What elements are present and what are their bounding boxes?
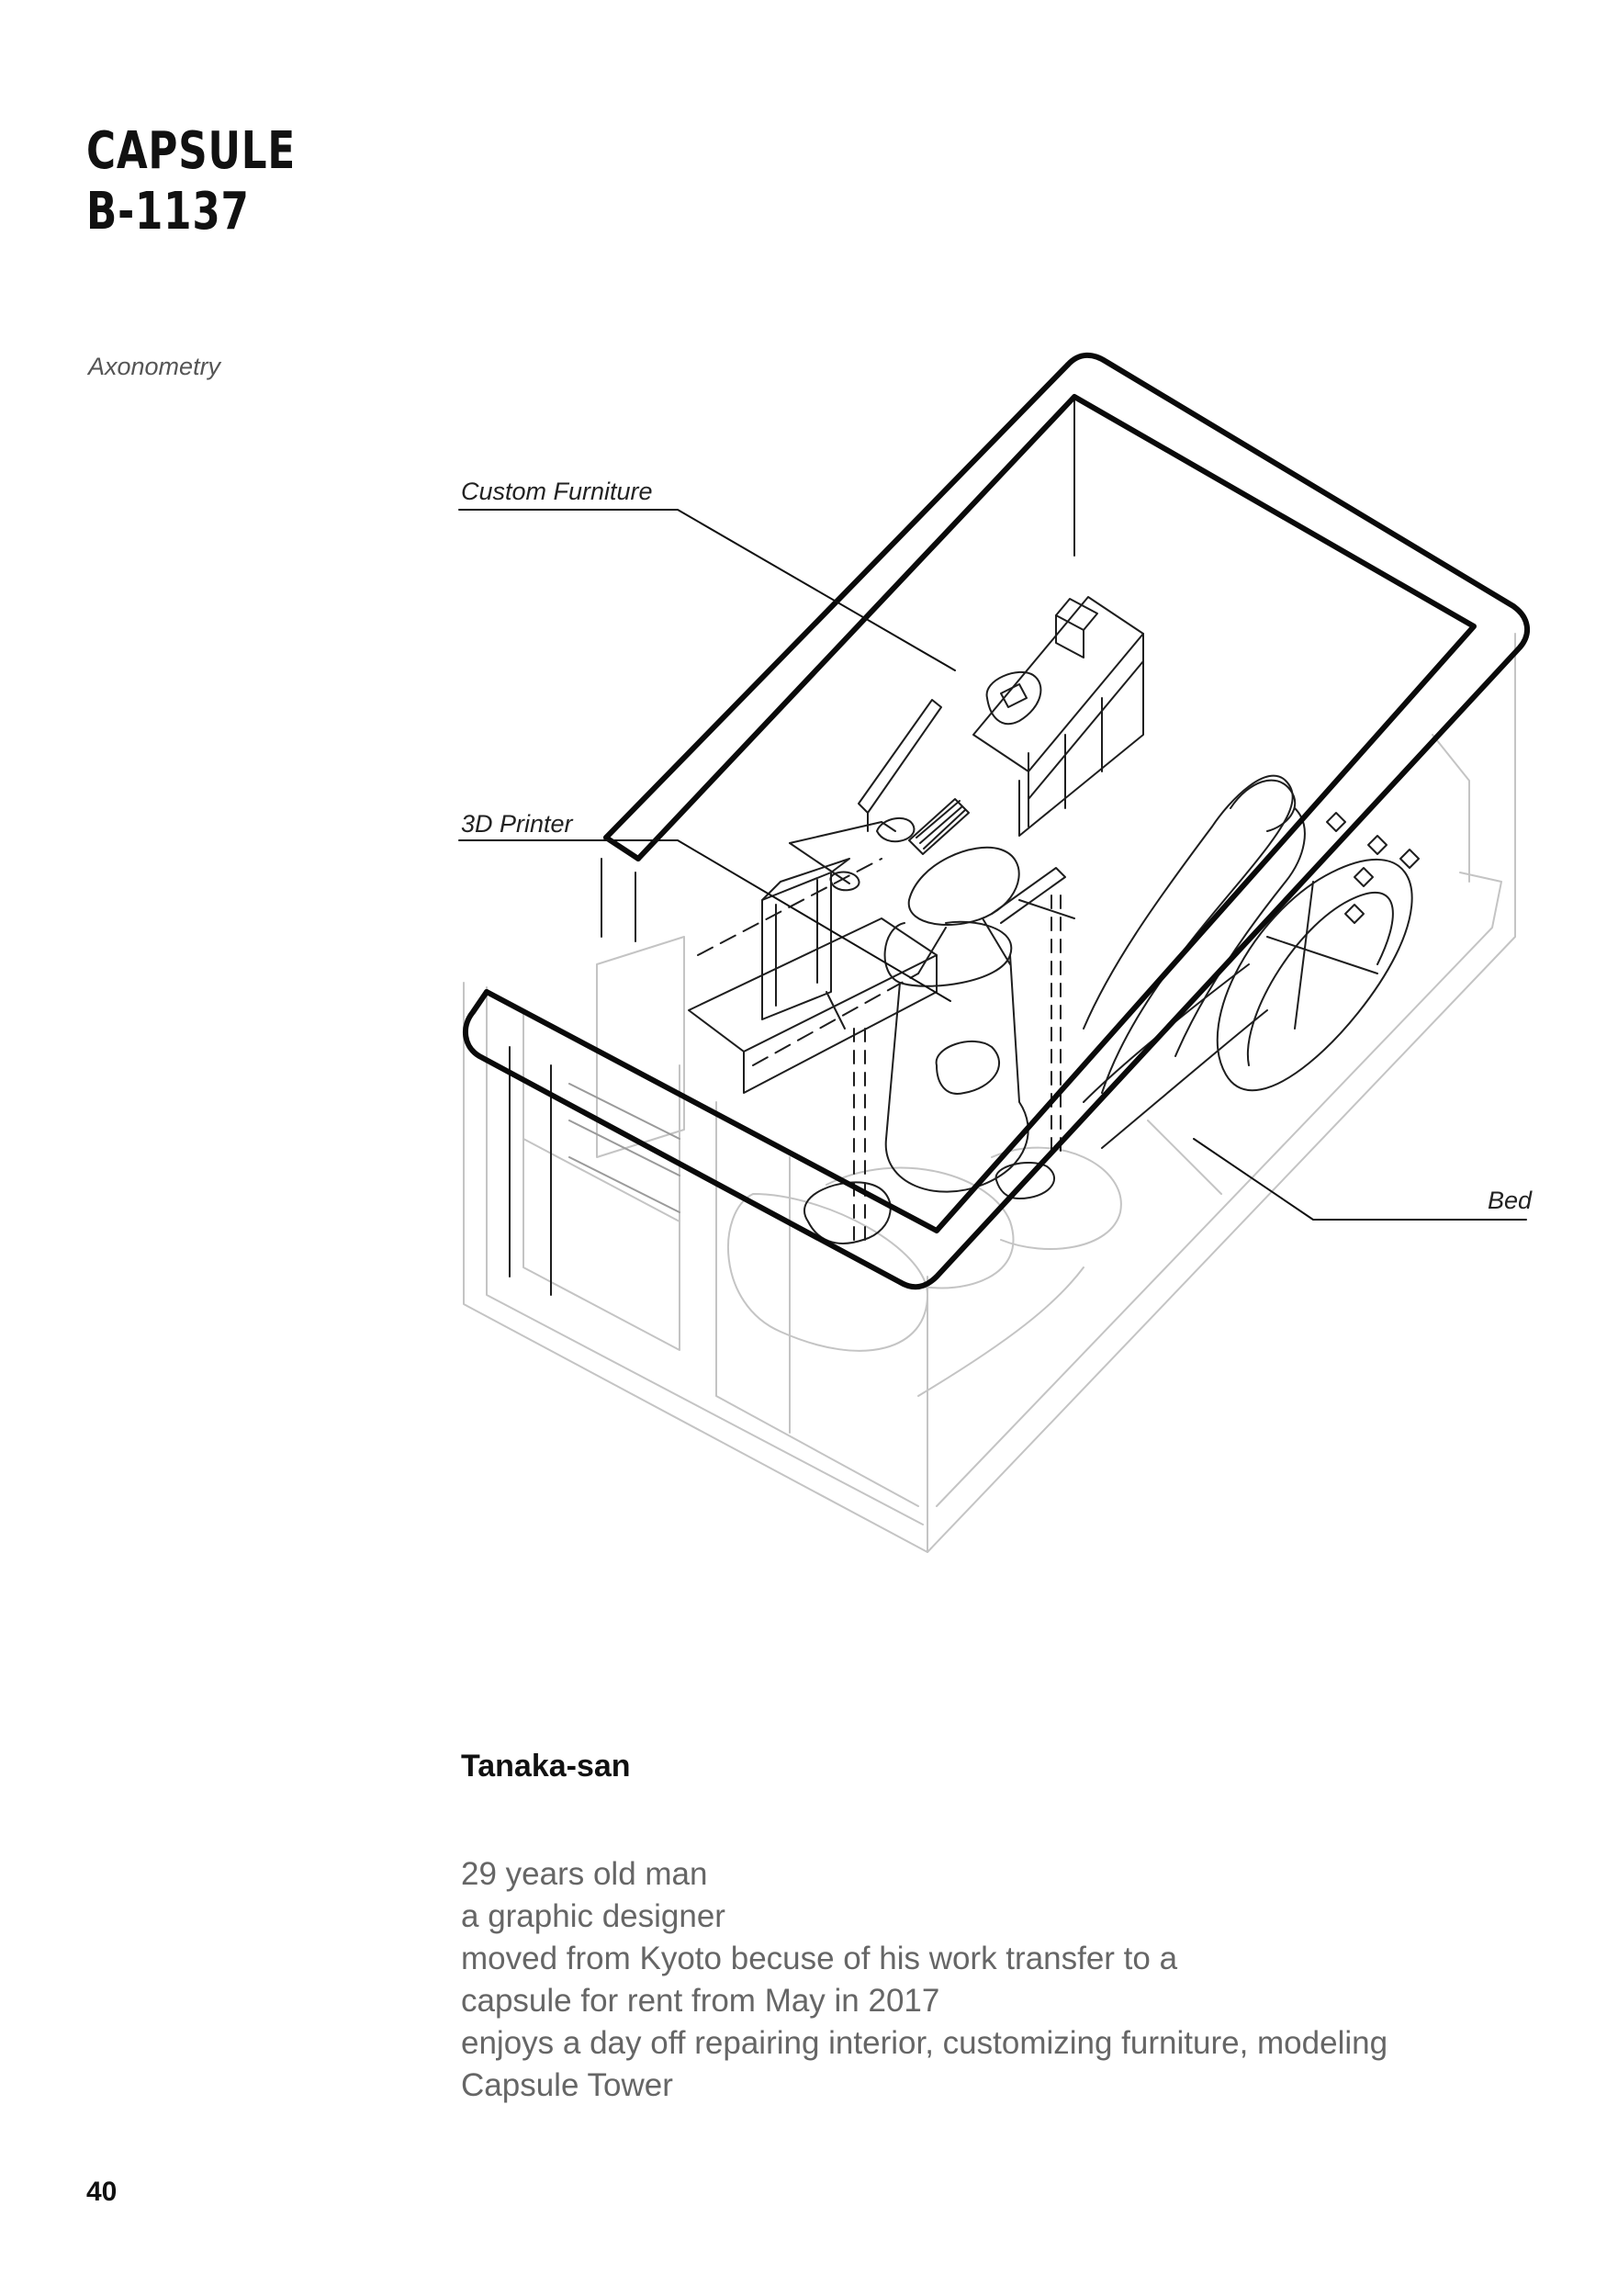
bio-line: a graphic designer <box>461 1898 725 1934</box>
page-title: CAPSULE B-1137 <box>86 121 296 242</box>
page-number: 40 <box>86 2177 118 2207</box>
bio-line: Capsule Tower <box>461 2067 673 2103</box>
title-line-1: CAPSULE <box>86 121 296 181</box>
drawing-subtitle: Axonometry <box>88 353 221 380</box>
bio-line: capsule for rent from May in 2017 <box>461 1983 940 2019</box>
callout-custom-furniture: Custom Furniture <box>461 478 653 505</box>
bio-line: enjoys a day off repairing interior, cus… <box>461 2025 1388 2061</box>
callout-bed: Bed <box>1488 1187 1533 1214</box>
callout-3d-printer: 3D Printer <box>461 810 573 838</box>
bio-line: 29 years old man <box>461 1856 708 1892</box>
capsule-shell-lower <box>463 633 1516 1553</box>
title-line-2: B-1137 <box>86 182 250 242</box>
callout-leaders <box>458 509 1527 1221</box>
resident-bio: 29 years old man a graphic designer move… <box>461 1853 1388 2107</box>
bio-line: moved from Kyoto becuse of his work tran… <box>461 1941 1178 1976</box>
capsule-interior <box>509 396 1420 1296</box>
resident-name: Tanaka-san <box>461 1749 631 1784</box>
